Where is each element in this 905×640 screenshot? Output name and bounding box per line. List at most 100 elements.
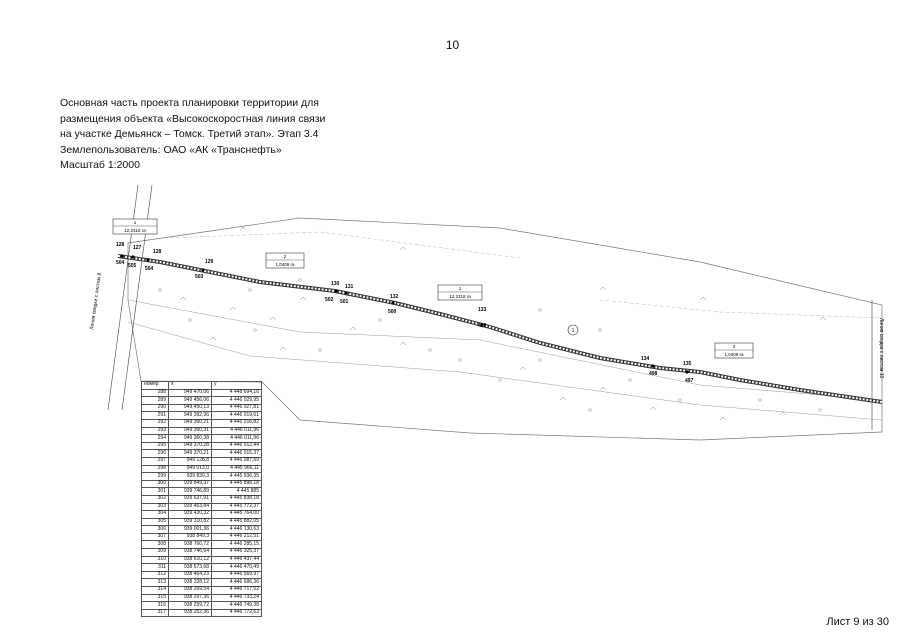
boundary-point <box>651 364 655 368</box>
table-cell: 938 328,12 <box>168 578 212 588</box>
sheet-match-label-left: Линия сводки с листом 8 <box>89 272 103 330</box>
title-line: на участке Демьянск – Томск. Третий этап… <box>60 128 319 140</box>
table-cell: 311 <box>141 563 169 572</box>
table-cell: 309 <box>141 548 169 557</box>
svg-text:1,0409 га: 1,0409 га <box>275 262 295 267</box>
table-cell: 4 446 772,63 <box>211 608 262 618</box>
point-label: 134 <box>641 356 650 362</box>
point-label: 497 <box>685 378 694 384</box>
boundary-point <box>201 268 205 272</box>
point-label: 132 <box>390 294 399 300</box>
point-label: 128 <box>153 249 162 255</box>
sheet-match-label-right: Линия сводки с листом 10 <box>878 318 884 379</box>
table-cell: 4 445 764,00 <box>211 510 262 519</box>
road-line <box>127 321 883 421</box>
table-cell: 939 637,91 <box>168 494 212 504</box>
table-cell: 293 <box>141 426 169 436</box>
point-label: 133 <box>478 307 487 313</box>
boundary-point <box>480 323 484 327</box>
table-cell: 949 470,06 <box>168 388 212 398</box>
table-cell: 297 <box>141 456 169 466</box>
table-cell: 4 445 936,35 <box>211 472 262 481</box>
svg-text:1: 1 <box>459 286 462 291</box>
table-cell: 4 446 012,44 <box>211 441 262 451</box>
svg-text:12,2318 га: 12,2318 га <box>449 294 471 299</box>
table-cell: 949 128,8 <box>168 456 212 466</box>
table-cell: 294 <box>141 434 169 443</box>
table-cell: 4 448 694,16 <box>211 388 262 398</box>
table-cell: 939 746,89 <box>168 487 212 496</box>
area-box: 2 1,0409 га <box>265 252 305 269</box>
table-cell: 938 760,72 <box>168 540 212 550</box>
boundary-point <box>146 258 150 262</box>
area-box: 3 1,0409 га <box>714 342 754 359</box>
table-cell: 949 360,31 <box>168 426 212 436</box>
title-line: Основная часть проекта планировки террит… <box>60 97 319 109</box>
table-cell: 4 446 029,95 <box>211 396 262 405</box>
table-cell: 317 <box>141 608 169 618</box>
svg-text:1,0409 га: 1,0409 га <box>724 352 744 357</box>
table-cell: 939 001,36 <box>168 525 212 534</box>
table-cell: 307 <box>141 532 169 542</box>
column-header: номер <box>141 381 169 390</box>
table-cell: 938 573,68 <box>168 563 212 572</box>
point-label: 129 <box>205 259 214 265</box>
table-cell: 314 <box>141 586 169 595</box>
table-cell: 4 446 011,96 <box>211 434 262 443</box>
table-cell: 939 839,3 <box>168 472 212 481</box>
table-cell: 4 446 130,63 <box>211 525 262 534</box>
table-cell: 312 <box>141 570 169 580</box>
point-label: 498 <box>649 371 658 377</box>
table-cell: 4 446 027,81 <box>211 403 262 413</box>
road-line <box>127 299 883 401</box>
table-cell: 304 <box>141 510 169 519</box>
point-label: 500 <box>388 309 397 315</box>
table-cell: 310 <box>141 555 169 565</box>
table-cell: 949 392,96 <box>168 411 212 420</box>
svg-text:12,2318 га: 12,2318 га <box>124 228 146 233</box>
table-cell: 4 446 733,24 <box>211 593 262 603</box>
table-cell: 4 446 016,82 <box>211 418 262 428</box>
point-label: 130 <box>331 281 340 287</box>
table-cell: 292 <box>141 418 169 428</box>
table-cell: 295 <box>141 441 169 451</box>
table-cell: 4 446 019,61 <box>211 411 262 420</box>
table-cell: 938 610,12 <box>168 555 212 565</box>
land-user-line: Землепользователь: ОАО «АК «Транснефть» <box>60 143 282 156</box>
table-cell: 298 <box>141 464 169 474</box>
territory-boundary <box>127 217 883 441</box>
table-cell: 4 446 749,38 <box>211 601 262 610</box>
column-header: y <box>211 381 262 390</box>
boundary-point <box>131 255 135 259</box>
boundary-points <box>120 254 689 374</box>
table-cell: 4 445 838,18 <box>211 494 262 504</box>
table-cell: 4 446 285,15 <box>211 540 262 550</box>
table-cell: 290 <box>141 403 169 413</box>
point-label: 128 <box>116 242 125 248</box>
svg-text:2: 2 <box>284 254 287 259</box>
svg-text:1: 1 <box>134 220 137 225</box>
title-block: Основная часть проекта планировки террит… <box>60 96 325 174</box>
table-cell: 4 445 898,18 <box>211 479 262 489</box>
road-line <box>169 231 521 259</box>
table-cell: 299 <box>141 472 169 481</box>
table-cell: 939 463,84 <box>168 502 212 512</box>
boundary-point <box>334 289 338 293</box>
